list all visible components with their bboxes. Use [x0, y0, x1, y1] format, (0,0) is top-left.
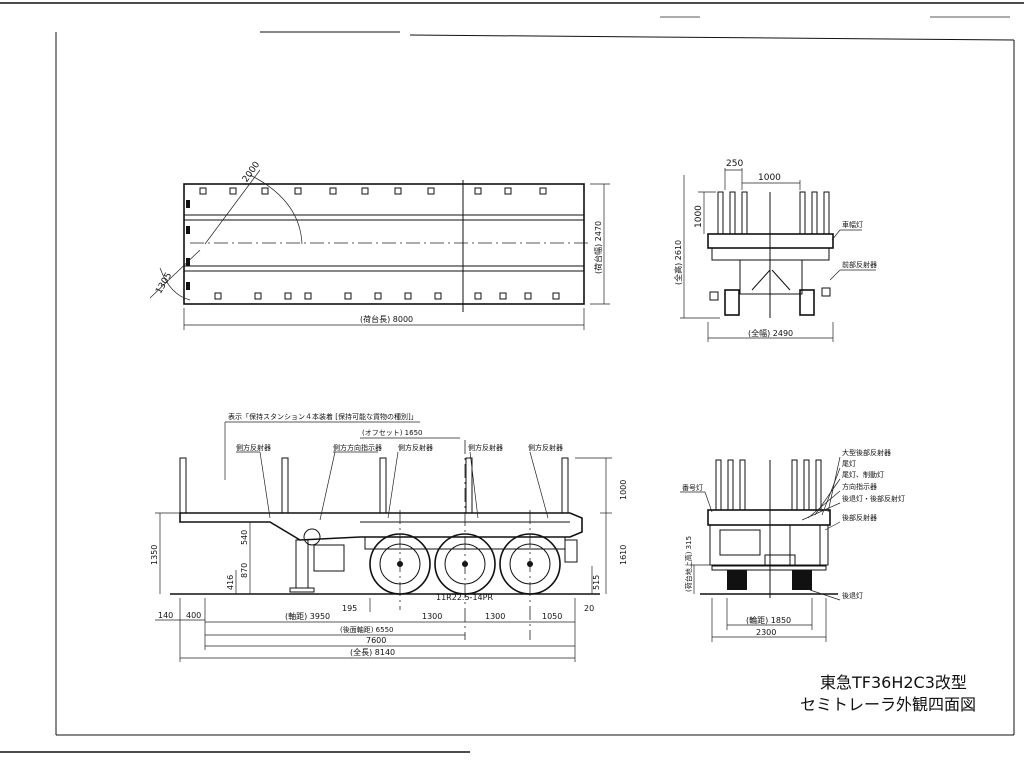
front-view: 250 1000 1000 (全高) 2610 (全幅) 2490 車幅灯 前部… — [673, 159, 877, 342]
label-side-turn-lamp: 側方方向指示器 — [333, 443, 382, 452]
rear-view: 番号灯 大型後部反射器 尾灯 尾灯、制動灯 方向指示器 後退灯・後部反射灯 後部… — [680, 448, 905, 642]
dim-stake-height: 1000 — [694, 205, 704, 228]
label-reverse-lamp: 後退灯 — [842, 591, 863, 600]
dim-stake-spacing: 1000 — [758, 173, 781, 183]
dim-radius-large: 2000 — [241, 160, 262, 185]
dim-wheelbase: (軸距) 3950 — [285, 611, 330, 621]
dim-bottom-1300b: 1300 — [485, 612, 505, 621]
stake-pockets-top — [186, 187, 547, 234]
dim-right-1610: 1610 — [619, 545, 628, 565]
dim-rear-overhang: (後面軸距) 6550 — [340, 625, 394, 634]
label-large-rear-reflector: 大型後部反射器 — [842, 448, 891, 457]
plan-view: 2000 1305 (荷台長) 8000 (荷台幅) 2470 — [149, 160, 610, 330]
label-offset: (オフセット) 1650 — [362, 429, 423, 437]
dim-bottom-1050: 1050 — [542, 612, 562, 621]
label-tail-lamp: 尾灯 — [842, 459, 856, 468]
dim-left-870: 870 — [240, 563, 249, 578]
dim-radius-small: 1305 — [154, 271, 174, 296]
dim-right-1000: 1000 — [619, 480, 628, 500]
dim-left-540: 540 — [240, 530, 249, 545]
label-side-reflector-4: 側方反射器 — [528, 443, 563, 452]
dim-bottom-7600: 7600 — [366, 636, 386, 645]
label-turn-signal: 方向指示器 — [842, 482, 877, 491]
dim-bottom-20: 20 — [584, 604, 594, 613]
label-tail-brake-lamp: 尾灯、制動灯 — [842, 470, 884, 479]
label-rear-reflector: 後部反射器 — [842, 513, 877, 522]
dim-right-515: 515 — [592, 575, 601, 590]
title-block: 東急TF36H2C3改型 セミトレーラ外観四面図 — [800, 673, 976, 714]
tire-spec: 11R22.5-14PR — [436, 593, 493, 602]
dim-total-width: (全幅) 2490 — [748, 328, 793, 338]
label-plate-lamp: 番号灯 — [682, 483, 703, 492]
label-clearance-lamp: 車幅灯 — [842, 220, 863, 229]
dim-left-1350: 1350 — [150, 545, 159, 565]
label-side-reflector-2: 側方反射器 — [398, 443, 433, 452]
drawing-model: 東急TF36H2C3改型 — [820, 673, 967, 692]
dim-track: (輪距) 1850 — [746, 615, 791, 625]
dim-ground-height: (荷台地上高) 315 — [684, 536, 693, 592]
label-side-reflector-1: 側方反射器 — [236, 443, 271, 452]
deck-outline — [183, 183, 585, 305]
label-front-reflector: 前部反射器 — [842, 260, 877, 269]
label-reverse-reflex: 後退灯・後部反射灯 — [842, 494, 905, 503]
note-stanchion-callout: 表示「保持スタンション４本装着 [保持可能な貨物の種別]」 — [228, 412, 418, 421]
dim-stake-offset: 250 — [726, 159, 743, 169]
dim-bottom-140: 140 — [158, 611, 173, 620]
sheet-frame — [0, 2, 1024, 753]
dim-bottom-195: 195 — [342, 604, 357, 613]
label-side-reflector-3: 側方反射器 — [468, 443, 503, 452]
dim-total-height: (全高) 2610 — [673, 240, 683, 285]
dim-left-416: 416 — [226, 575, 235, 590]
drawing-description: セミトレーラ外観四面図 — [800, 695, 976, 714]
side-view: 表示「保持スタンション４本装着 [保持可能な貨物の種別]」 (オフセット) 16… — [150, 412, 628, 662]
dim-rear-width: 2300 — [756, 628, 776, 637]
dim-deck-length: (荷台長) 8000 — [360, 314, 413, 324]
dim-bottom-400: 400 — [186, 611, 201, 620]
dim-total-length: (全長) 8140 — [350, 647, 395, 657]
stake-pockets-bottom — [186, 258, 560, 300]
dim-bottom-1300a: 1300 — [422, 612, 442, 621]
dim-deck-width: (荷台幅) 2470 — [593, 221, 603, 274]
